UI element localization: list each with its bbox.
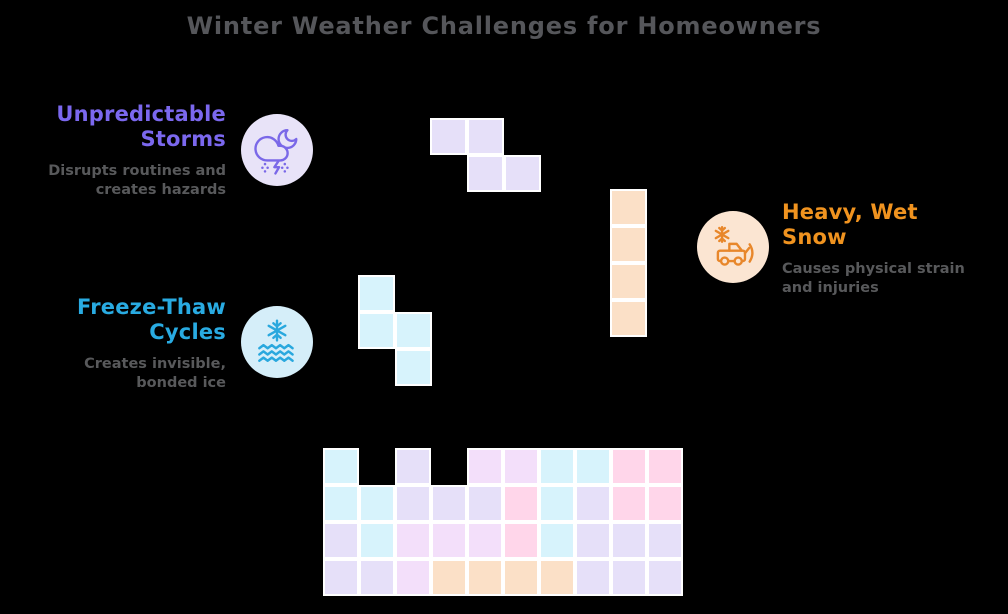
heading-line: Snow xyxy=(782,225,847,250)
board-cell xyxy=(503,559,539,596)
description-line: Causes physical strain xyxy=(782,261,965,278)
description-line: Disrupts routines and xyxy=(48,163,226,180)
board-cell xyxy=(503,448,539,485)
challenge-description: Disrupts routines and creates hazards xyxy=(0,162,226,198)
piece-cell xyxy=(358,312,395,349)
board-cell xyxy=(647,485,683,522)
board-cell xyxy=(647,559,683,596)
board-cell xyxy=(395,448,431,485)
challenge-description: Causes physical strain and injuries xyxy=(782,260,1008,296)
snowplow-truck-icon xyxy=(714,226,754,266)
piece-cell xyxy=(358,275,395,312)
challenge-description: Creates invisible, bonded ice xyxy=(0,355,226,391)
piece-cell xyxy=(467,155,504,192)
challenge-heading: Freeze-Thaw Cycles xyxy=(0,295,226,345)
storm-cloud-moon-icon xyxy=(254,129,298,175)
storms-icon-circle xyxy=(241,114,313,186)
board-cell xyxy=(467,522,503,559)
board-cell xyxy=(575,448,611,485)
board-cell xyxy=(323,559,359,596)
board-cell xyxy=(647,448,683,485)
heading-line: Cycles xyxy=(149,320,226,345)
board-cell xyxy=(539,522,575,559)
challenge-heading: Heavy, Wet Snow xyxy=(782,200,1008,250)
description-line: Creates invisible, xyxy=(84,356,226,373)
board-empty-cell xyxy=(359,448,395,485)
description-line: and injuries xyxy=(782,279,879,296)
board-cell xyxy=(575,485,611,522)
board-cell xyxy=(575,522,611,559)
heading-line: Storms xyxy=(140,127,226,152)
board-cell xyxy=(539,485,575,522)
piece-cell xyxy=(395,349,432,386)
board-cell xyxy=(395,485,431,522)
board-cell xyxy=(395,559,431,596)
board-cell xyxy=(503,522,539,559)
board-cell xyxy=(467,559,503,596)
board-cell xyxy=(611,559,647,596)
description-line: creates hazards xyxy=(95,181,226,198)
tetris-piece-cyan-s xyxy=(358,275,432,386)
piece-cell xyxy=(467,118,504,155)
heavy-snow-icon-circle xyxy=(697,211,769,283)
challenge-unpredictable-storms: Unpredictable Storms Disrupts routines a… xyxy=(0,102,226,199)
tetris-piece-lavender-s xyxy=(430,118,541,192)
freeze-thaw-icon-circle xyxy=(241,306,313,378)
piece-cell xyxy=(610,263,647,300)
board-cell xyxy=(539,559,575,596)
piece-cell xyxy=(610,189,647,226)
board-cell xyxy=(359,485,395,522)
piece-cell xyxy=(610,300,647,337)
piece-cell xyxy=(430,118,467,155)
snowflake-waves-icon xyxy=(258,319,294,362)
heading-line: Heavy, Wet xyxy=(782,200,918,224)
board-cell xyxy=(359,522,395,559)
challenge-heavy-wet-snow: Heavy, Wet Snow Causes physical strain a… xyxy=(782,200,1008,297)
board-cell xyxy=(611,485,647,522)
board-cell xyxy=(611,448,647,485)
piece-cell xyxy=(610,226,647,263)
board-cell xyxy=(467,485,503,522)
tetris-board xyxy=(323,448,683,596)
board-cell xyxy=(323,522,359,559)
board-cell xyxy=(323,485,359,522)
board-cell xyxy=(323,448,359,485)
heading-line: Unpredictable xyxy=(56,102,226,126)
board-cell xyxy=(647,522,683,559)
heading-line: Freeze-Thaw xyxy=(77,295,226,319)
board-cell xyxy=(395,522,431,559)
piece-cell xyxy=(504,155,541,192)
piece-cell xyxy=(395,312,432,349)
tetris-piece-peach-i xyxy=(610,189,647,337)
board-empty-cell xyxy=(431,448,467,485)
board-cell xyxy=(467,448,503,485)
board-cell xyxy=(503,485,539,522)
board-cell xyxy=(359,559,395,596)
board-cell xyxy=(611,522,647,559)
infographic-title: Winter Weather Challenges for Homeowners xyxy=(186,12,822,40)
board-cell xyxy=(431,559,467,596)
board-cell xyxy=(575,559,611,596)
challenge-heading: Unpredictable Storms xyxy=(0,102,226,152)
board-cell xyxy=(431,485,467,522)
description-line: bonded ice xyxy=(136,374,226,391)
board-cell xyxy=(431,522,467,559)
challenge-freeze-thaw-cycles: Freeze-Thaw Cycles Creates invisible, bo… xyxy=(0,295,226,392)
board-cell xyxy=(539,448,575,485)
